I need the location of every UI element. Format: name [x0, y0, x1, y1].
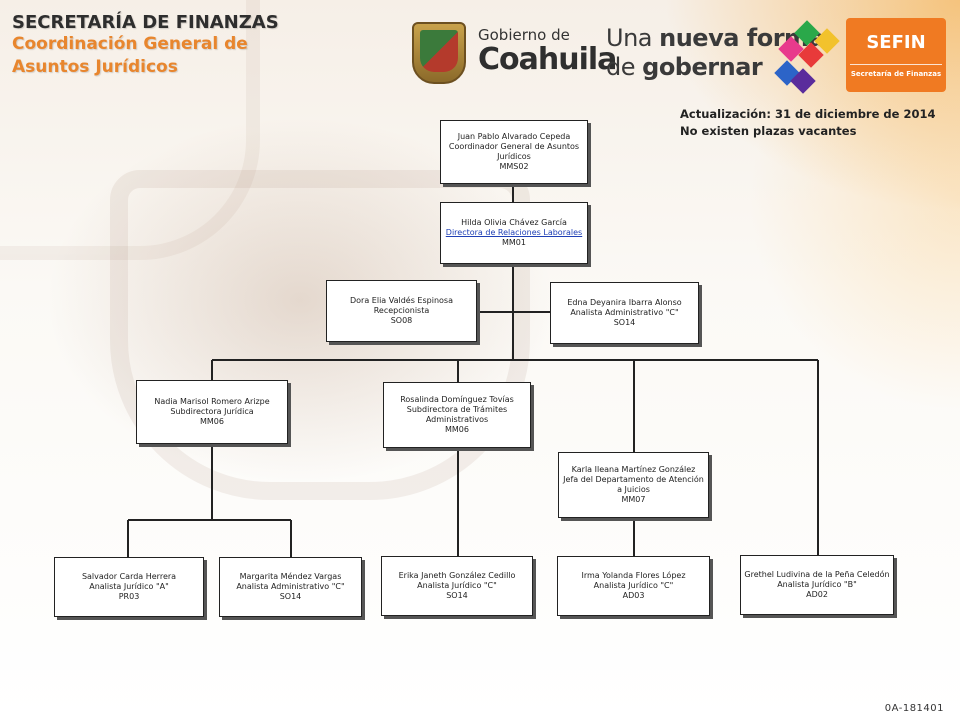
coahuila-label: Coahuila	[478, 42, 617, 77]
org-node-sub-tramites: Rosalinda Domínguez Tovías Subdirectora …	[383, 382, 531, 448]
org-node-director: Hilda Olivia Chávez García Directora de …	[440, 202, 588, 264]
node-title: Analista Jurídico "C"	[593, 581, 674, 590]
node-title: Analista Jurídico "C"	[417, 581, 497, 590]
node-name: Hilda Olivia Chávez García	[461, 218, 567, 227]
node-name: Edna Deyanira Ibarra Alonso	[567, 298, 682, 307]
node-name: Juan Pablo Alvarado Cepeda	[457, 132, 571, 141]
sefin-subtitle: Secretaría de Finanzas	[850, 70, 942, 78]
page-title: SECRETARÍA DE FINANZAS	[12, 12, 279, 33]
node-name: Salvador Carda Herrera	[81, 572, 177, 581]
org-node-reception: Dora Elia Valdés Espinosa Recepcionista …	[326, 280, 477, 342]
org-node-salvador: Salvador Carda Herrera Analista Jurídico…	[54, 557, 204, 617]
node-title: Analista Administrativo "C"	[570, 308, 679, 317]
org-node-jefa-atencion: Karla Ileana Martínez González Jefa del …	[558, 452, 709, 518]
sefin-divider	[850, 64, 942, 65]
node-title: Jefa del Departamento de Atención a Juic…	[563, 475, 704, 494]
vacancies-note: No existen plazas vacantes	[680, 124, 857, 138]
org-node-grethel: Grethel Ludivina de la Peña Celedón Anal…	[740, 555, 894, 615]
node-code: SO14	[279, 592, 302, 601]
node-title: Coordinador General de Asuntos Jurídicos	[448, 142, 580, 161]
gobierno-label: Gobierno de	[478, 26, 570, 44]
org-node-margarita: Margarita Méndez Vargas Analista Adminis…	[219, 557, 362, 617]
slogan-line-2-a: de	[606, 53, 643, 81]
org-node-analyst-admin-top: Edna Deyanira Ibarra Alonso Analista Adm…	[550, 282, 699, 344]
node-name: Nadia Marisol Romero Arizpe	[154, 397, 270, 406]
document-code: 0A-181401	[884, 703, 944, 714]
node-title-link[interactable]: Directora de Relaciones Laborales	[445, 228, 583, 237]
node-code: MM01	[502, 238, 526, 247]
slogan-line-2-b: gobernar	[642, 53, 763, 81]
gobierno-coahuila-logo: Gobierno de Coahuila	[478, 26, 617, 77]
slogan-line-1-a: Una	[606, 24, 660, 52]
org-node-erika: Erika Janeth González Cedillo Analista J…	[381, 556, 533, 616]
node-title: Analista Jurídico "A"	[89, 582, 169, 591]
sefin-name: SEFIN	[866, 32, 926, 53]
node-name: Grethel Ludivina de la Peña Celedón	[744, 570, 890, 579]
slogan-line-2: de gobernar	[606, 53, 824, 82]
node-code: AD02	[806, 590, 828, 599]
node-code: MM06	[200, 417, 224, 426]
page-subtitle-line1: Coordinación General de	[12, 34, 248, 54]
node-title: Recepcionista	[373, 306, 430, 315]
node-name: Irma Yolanda Flores López	[581, 571, 686, 580]
page-subtitle-line2: Asuntos Jurídicos	[12, 57, 178, 77]
node-title: Subdirectora de Trámites Administrativos	[406, 405, 508, 424]
node-code: MM06	[445, 425, 469, 434]
node-code: SO14	[613, 318, 636, 327]
node-code: SO14	[446, 591, 468, 600]
node-name: Erika Janeth González Cedillo	[398, 571, 516, 580]
node-name: Margarita Méndez Vargas	[239, 572, 342, 581]
org-node-irma: Irma Yolanda Flores López Analista Juríd…	[557, 556, 710, 616]
node-name: Dora Elia Valdés Espinosa	[350, 296, 453, 305]
crest-shield-icon	[420, 30, 458, 72]
node-code: PR03	[118, 592, 140, 601]
org-node-coordinator: Juan Pablo Alvarado Cepeda Coordinador G…	[440, 120, 588, 184]
org-node-sub-juridica: Nadia Marisol Romero Arizpe Subdirectora…	[136, 380, 288, 444]
node-code: MMS02	[499, 162, 529, 171]
sefin-logo: SEFIN Secretaría de Finanzas	[846, 18, 946, 92]
node-title: Subdirectora Jurídica	[170, 407, 254, 416]
node-title: Analista Administrativo "C"	[236, 582, 345, 591]
node-code: SO08	[390, 316, 413, 325]
coahuila-crest-logo	[412, 22, 466, 84]
node-name: Karla Ileana Martínez González	[571, 465, 696, 474]
slogan-line-1: Una nueva forma	[606, 24, 825, 53]
update-note: Actualización: 31 de diciembre de 2014 N…	[680, 106, 935, 140]
title-block: SECRETARÍA DE FINANZAS Coordinación Gene…	[12, 12, 279, 79]
node-name: Rosalinda Domínguez Tovías	[400, 395, 514, 404]
node-code: MM07	[621, 495, 646, 504]
node-title: Analista Jurídico "B"	[777, 580, 857, 589]
update-date: Actualización: 31 de diciembre de 2014	[680, 107, 936, 121]
node-code: AD03	[622, 591, 645, 600]
slogan-logo: Una nueva forma de gobernar	[606, 24, 825, 82]
